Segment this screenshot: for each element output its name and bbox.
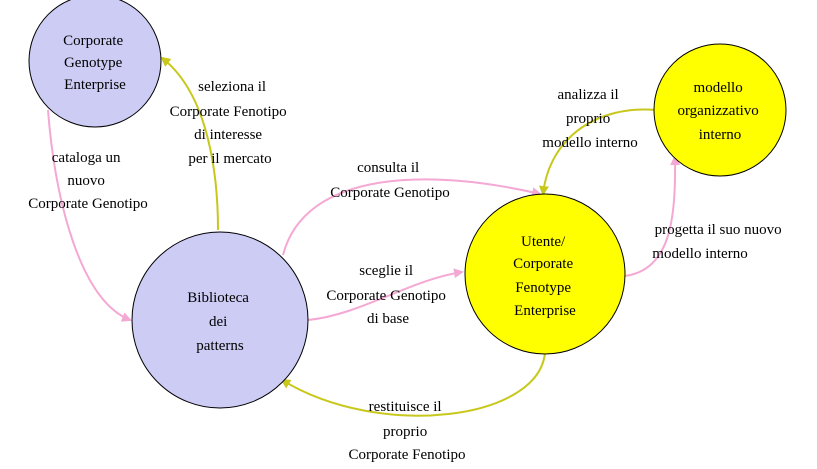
edge-restituisce [280, 351, 546, 417]
node-genotype-label: Corporate Genotype Enterprise [63, 33, 127, 93]
node-biblioteca-label: Biblioteca dei patterns [187, 290, 252, 354]
node-modello-circle [653, 43, 787, 177]
edge-sceglie [307, 268, 464, 321]
edge-progetta [624, 155, 681, 277]
edge-cataloga [47, 109, 132, 322]
edge-seleziona [160, 56, 219, 231]
edge-consulta [282, 178, 542, 256]
edge-analizza [538, 108, 657, 196]
label-sceglie: sceglie il Corporate Genotipo di base [326, 263, 449, 327]
label-analizza: analizza il proprio modello interno [542, 87, 637, 151]
node-biblioteca: Biblioteca dei patterns [131, 231, 309, 409]
node-modello-label: modello organizzativo interno [677, 80, 762, 143]
node-biblioteca-circle [131, 231, 309, 409]
node-modello: modello organizzativo interno [653, 43, 787, 177]
label-progetta: progetta il suo nuovo modello interno [652, 222, 785, 262]
node-utente-label: Utente/ Corporate Fenotype Enterprise [513, 234, 577, 319]
node-utente: Utente/ Corporate Fenotype Enterprise [464, 193, 626, 355]
label-cataloga: cataloga un nuovo Corporate Genotipo [28, 150, 148, 212]
label-consulta: consulta il Corporate Genotipo [330, 160, 450, 201]
node-genotype: Corporate Genotype Enterprise [28, 0, 162, 128]
node-genotype-circle [28, 0, 162, 128]
label-seleziona: seleziona il Corporate Fenotipo di inter… [170, 79, 291, 167]
label-restituisce: restituisce il proprio Corporate Fenotip… [348, 399, 465, 463]
node-utente-circle [464, 193, 626, 355]
